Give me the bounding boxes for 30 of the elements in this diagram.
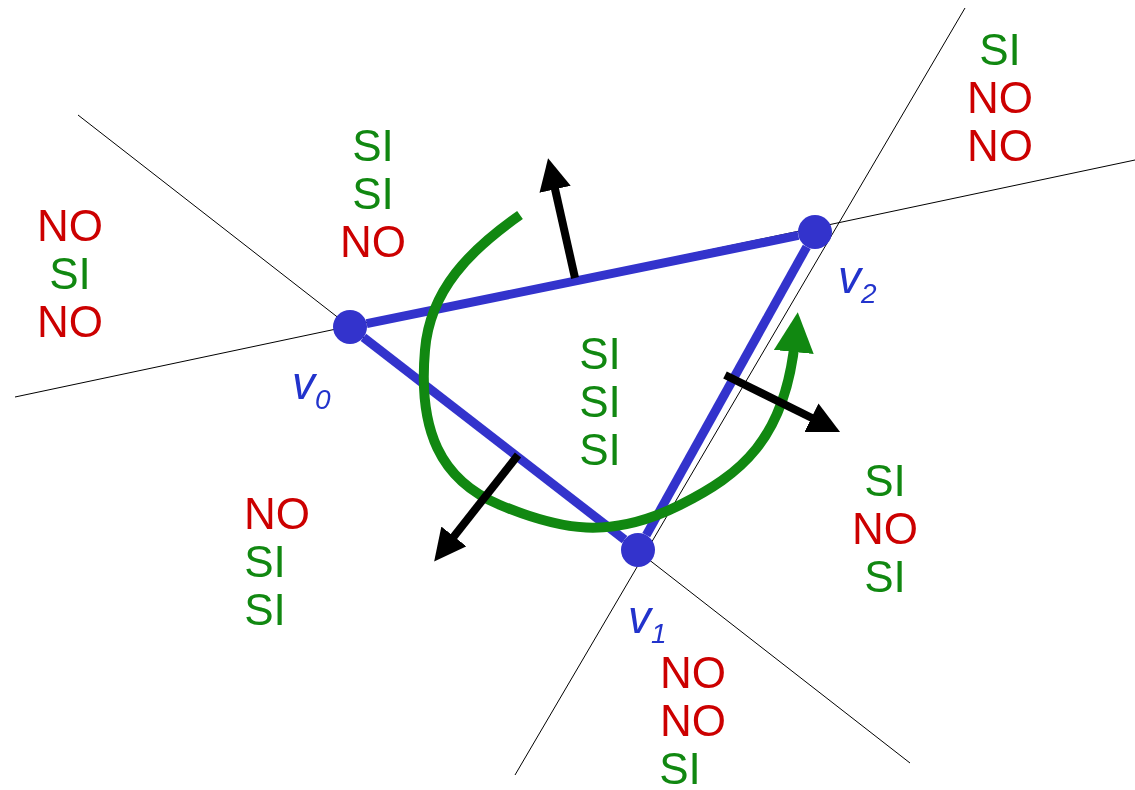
region-label: SI: [352, 170, 394, 218]
vertex-label: v$_{0}$: [292, 358, 331, 418]
triangle-edge: [365, 231, 800, 328]
region-label: NO: [660, 649, 726, 697]
region-label: NO: [37, 298, 103, 346]
region-label: NO: [340, 218, 406, 266]
region-label: SI: [579, 378, 621, 426]
vertex-dot: [333, 310, 367, 344]
triangle-edge: [642, 244, 811, 538]
vertex-label: v$_{2}$: [838, 252, 877, 312]
triangle-edge: [360, 333, 628, 544]
region-label: SI: [579, 330, 621, 378]
region-label: NO: [967, 74, 1033, 122]
region-label: SI: [864, 553, 906, 601]
region-label: SI: [979, 26, 1021, 74]
region-label: NO: [660, 697, 726, 745]
region-label: SI: [49, 250, 91, 298]
region-label: NO: [244, 490, 310, 538]
vertex-label: v$_{1}$: [628, 592, 667, 652]
region-label: NO: [967, 122, 1033, 170]
region-label: NO: [37, 202, 103, 250]
region-label: SI: [244, 586, 286, 634]
region-label: SI: [579, 426, 621, 474]
region-label: NO: [852, 505, 918, 553]
vertex-dot: [798, 215, 832, 249]
region-label: SI: [244, 538, 286, 586]
region-label: SI: [659, 745, 701, 790]
vertex-dot: [621, 533, 655, 567]
region-label: SI: [864, 457, 906, 505]
region-label: SI: [352, 122, 394, 170]
